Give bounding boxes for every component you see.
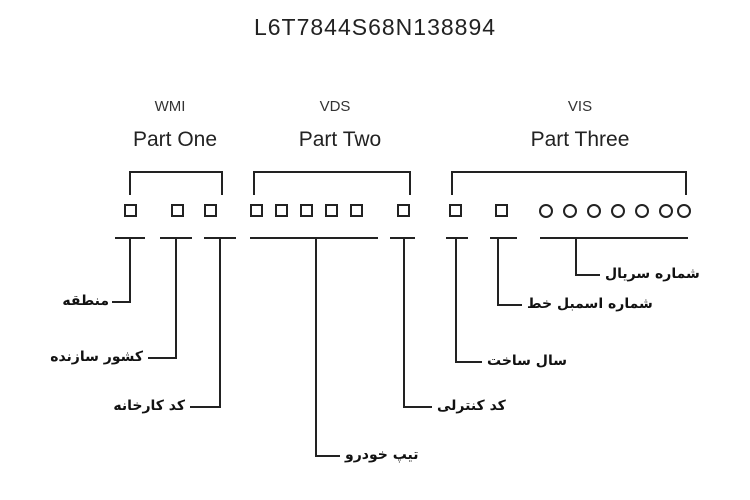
char-slot-2 — [171, 204, 184, 217]
char-slot-15 — [611, 204, 625, 218]
vds-bracket — [253, 171, 411, 195]
char-slot-1 — [124, 204, 137, 217]
manufacturer-leader — [190, 238, 221, 408]
label-region: منطقه — [62, 293, 109, 309]
char-slot-14 — [587, 204, 601, 218]
wmi-bracket — [129, 171, 223, 195]
char-slot-13 — [563, 204, 577, 218]
char-slot-4 — [250, 204, 263, 217]
char-slot-17 — [659, 204, 673, 218]
char-slot-5 — [275, 204, 288, 217]
vds-code: VDS — [319, 98, 351, 115]
vehicle-type-leader — [315, 238, 340, 457]
wmi-part-name: Part One — [132, 128, 218, 151]
label-manufacturer-code: کد کارخانه — [113, 398, 185, 414]
char-slot-3 — [204, 204, 217, 217]
label-check-digit: کد کنترلی — [437, 398, 506, 414]
check-digit-leader — [403, 238, 432, 408]
label-country: کشور سازنده — [50, 349, 143, 365]
char-slot-18 — [677, 204, 691, 218]
assembly-line-leader — [497, 238, 522, 306]
country-leader — [148, 238, 177, 359]
vin-number: L6T7844S68N138894 — [253, 14, 497, 40]
wmi-code: WMI — [154, 98, 186, 115]
serial-number-leader — [575, 238, 600, 276]
region-leader — [112, 238, 131, 303]
char-slot-9 — [397, 204, 410, 217]
char-slot-16 — [635, 204, 649, 218]
vis-bracket — [451, 171, 687, 195]
vds-part-name: Part Two — [298, 128, 382, 151]
vis-part-name: Part Three — [530, 128, 630, 151]
char-slot-12 — [539, 204, 553, 218]
vis-code: VIS — [567, 98, 593, 115]
model-year-leader — [455, 238, 482, 363]
char-slot-8 — [350, 204, 363, 217]
label-serial-number: شماره سریال — [605, 266, 700, 282]
char-slot-7 — [325, 204, 338, 217]
char-slot-6 — [300, 204, 313, 217]
label-model-year: سال ساخت — [487, 353, 567, 369]
label-vehicle-type: تیپ خودرو — [345, 447, 419, 463]
char-slot-11 — [495, 204, 508, 217]
label-assembly-line: شماره اسمبل خط — [527, 296, 653, 312]
char-slot-10 — [449, 204, 462, 217]
